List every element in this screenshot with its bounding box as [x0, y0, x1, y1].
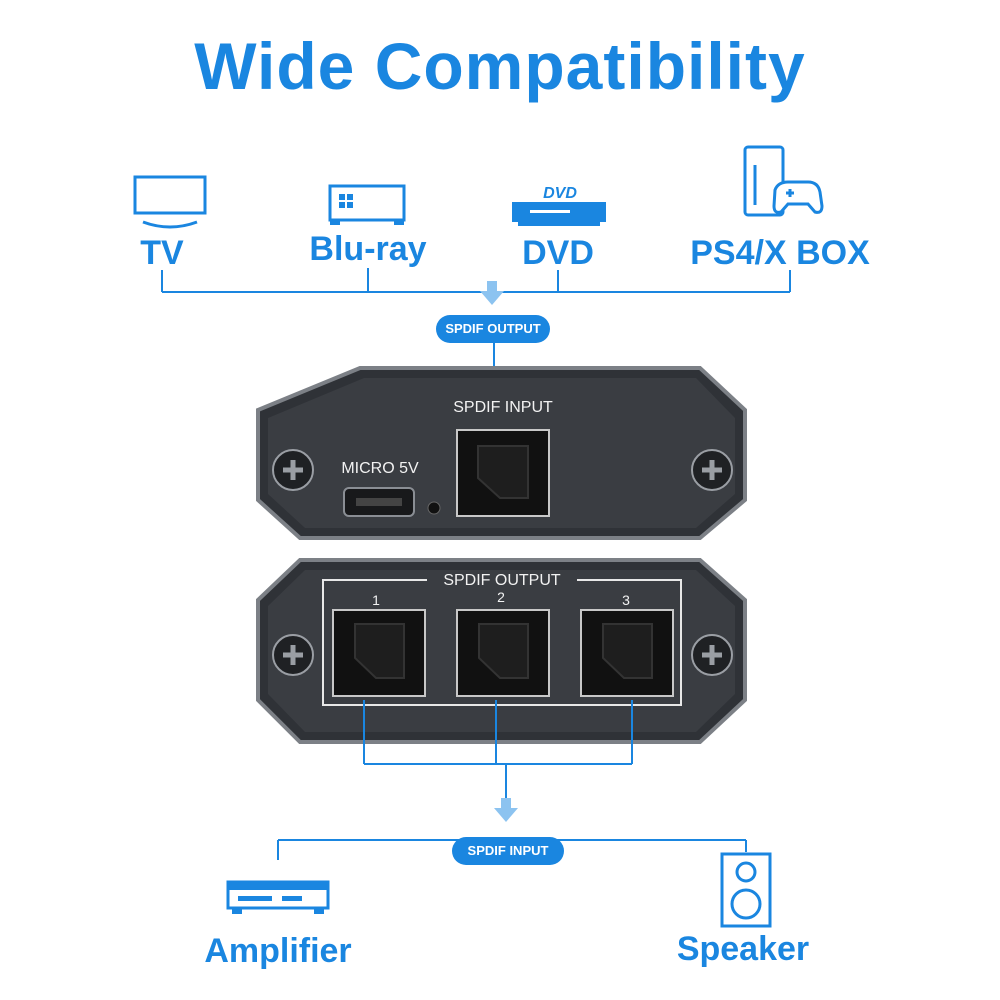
speaker-icon: [720, 852, 772, 928]
game-console-icon: [743, 145, 824, 217]
screw-icon: [272, 634, 314, 676]
blu-ray-player-icon: [328, 184, 406, 225]
source-label-tv: TV: [140, 234, 184, 272]
port-number-3: 3: [622, 592, 630, 608]
source-label-blu-ray: Blu-ray: [309, 230, 427, 268]
down-arrow-icon: [494, 798, 518, 822]
spdif-output-label: SPDIF OUTPUT: [427, 572, 577, 590]
screw-icon: [691, 449, 733, 491]
source-connector-lines: [161, 268, 791, 293]
splitter-bottom-unit: [256, 558, 747, 744]
tv-icon: [133, 175, 207, 229]
screw-icon: [272, 449, 314, 491]
micro-5v-label: MICRO 5V: [341, 460, 419, 477]
led-indicator: [427, 501, 441, 515]
page-title: Wide Compatibility: [194, 29, 806, 103]
amplifier-icon: [226, 880, 330, 914]
spdif-output-badge: SPDIF OUTPUT: [436, 315, 550, 343]
sink-label-amplifier: Amplifier: [204, 932, 352, 970]
spdif-input-label: SPDIF INPUT: [453, 399, 553, 416]
down-arrow-icon: [480, 281, 504, 305]
screw-icon: [691, 634, 733, 676]
port-number-2: 2: [497, 589, 505, 605]
sink-label-speaker: Speaker: [676, 930, 810, 968]
splitter-top-unit: [256, 366, 747, 540]
source-label-dvd: DVD: [522, 234, 594, 272]
source-label-game-console: PS4/X BOX: [690, 234, 870, 272]
dvd-logo: DVD: [543, 185, 577, 202]
output-connector-lines: [363, 700, 633, 800]
port-number-1: 1: [372, 592, 380, 608]
dvd-player-icon: DVD: [512, 185, 606, 226]
spdif-input-badge: SPDIF INPUT: [452, 837, 564, 865]
